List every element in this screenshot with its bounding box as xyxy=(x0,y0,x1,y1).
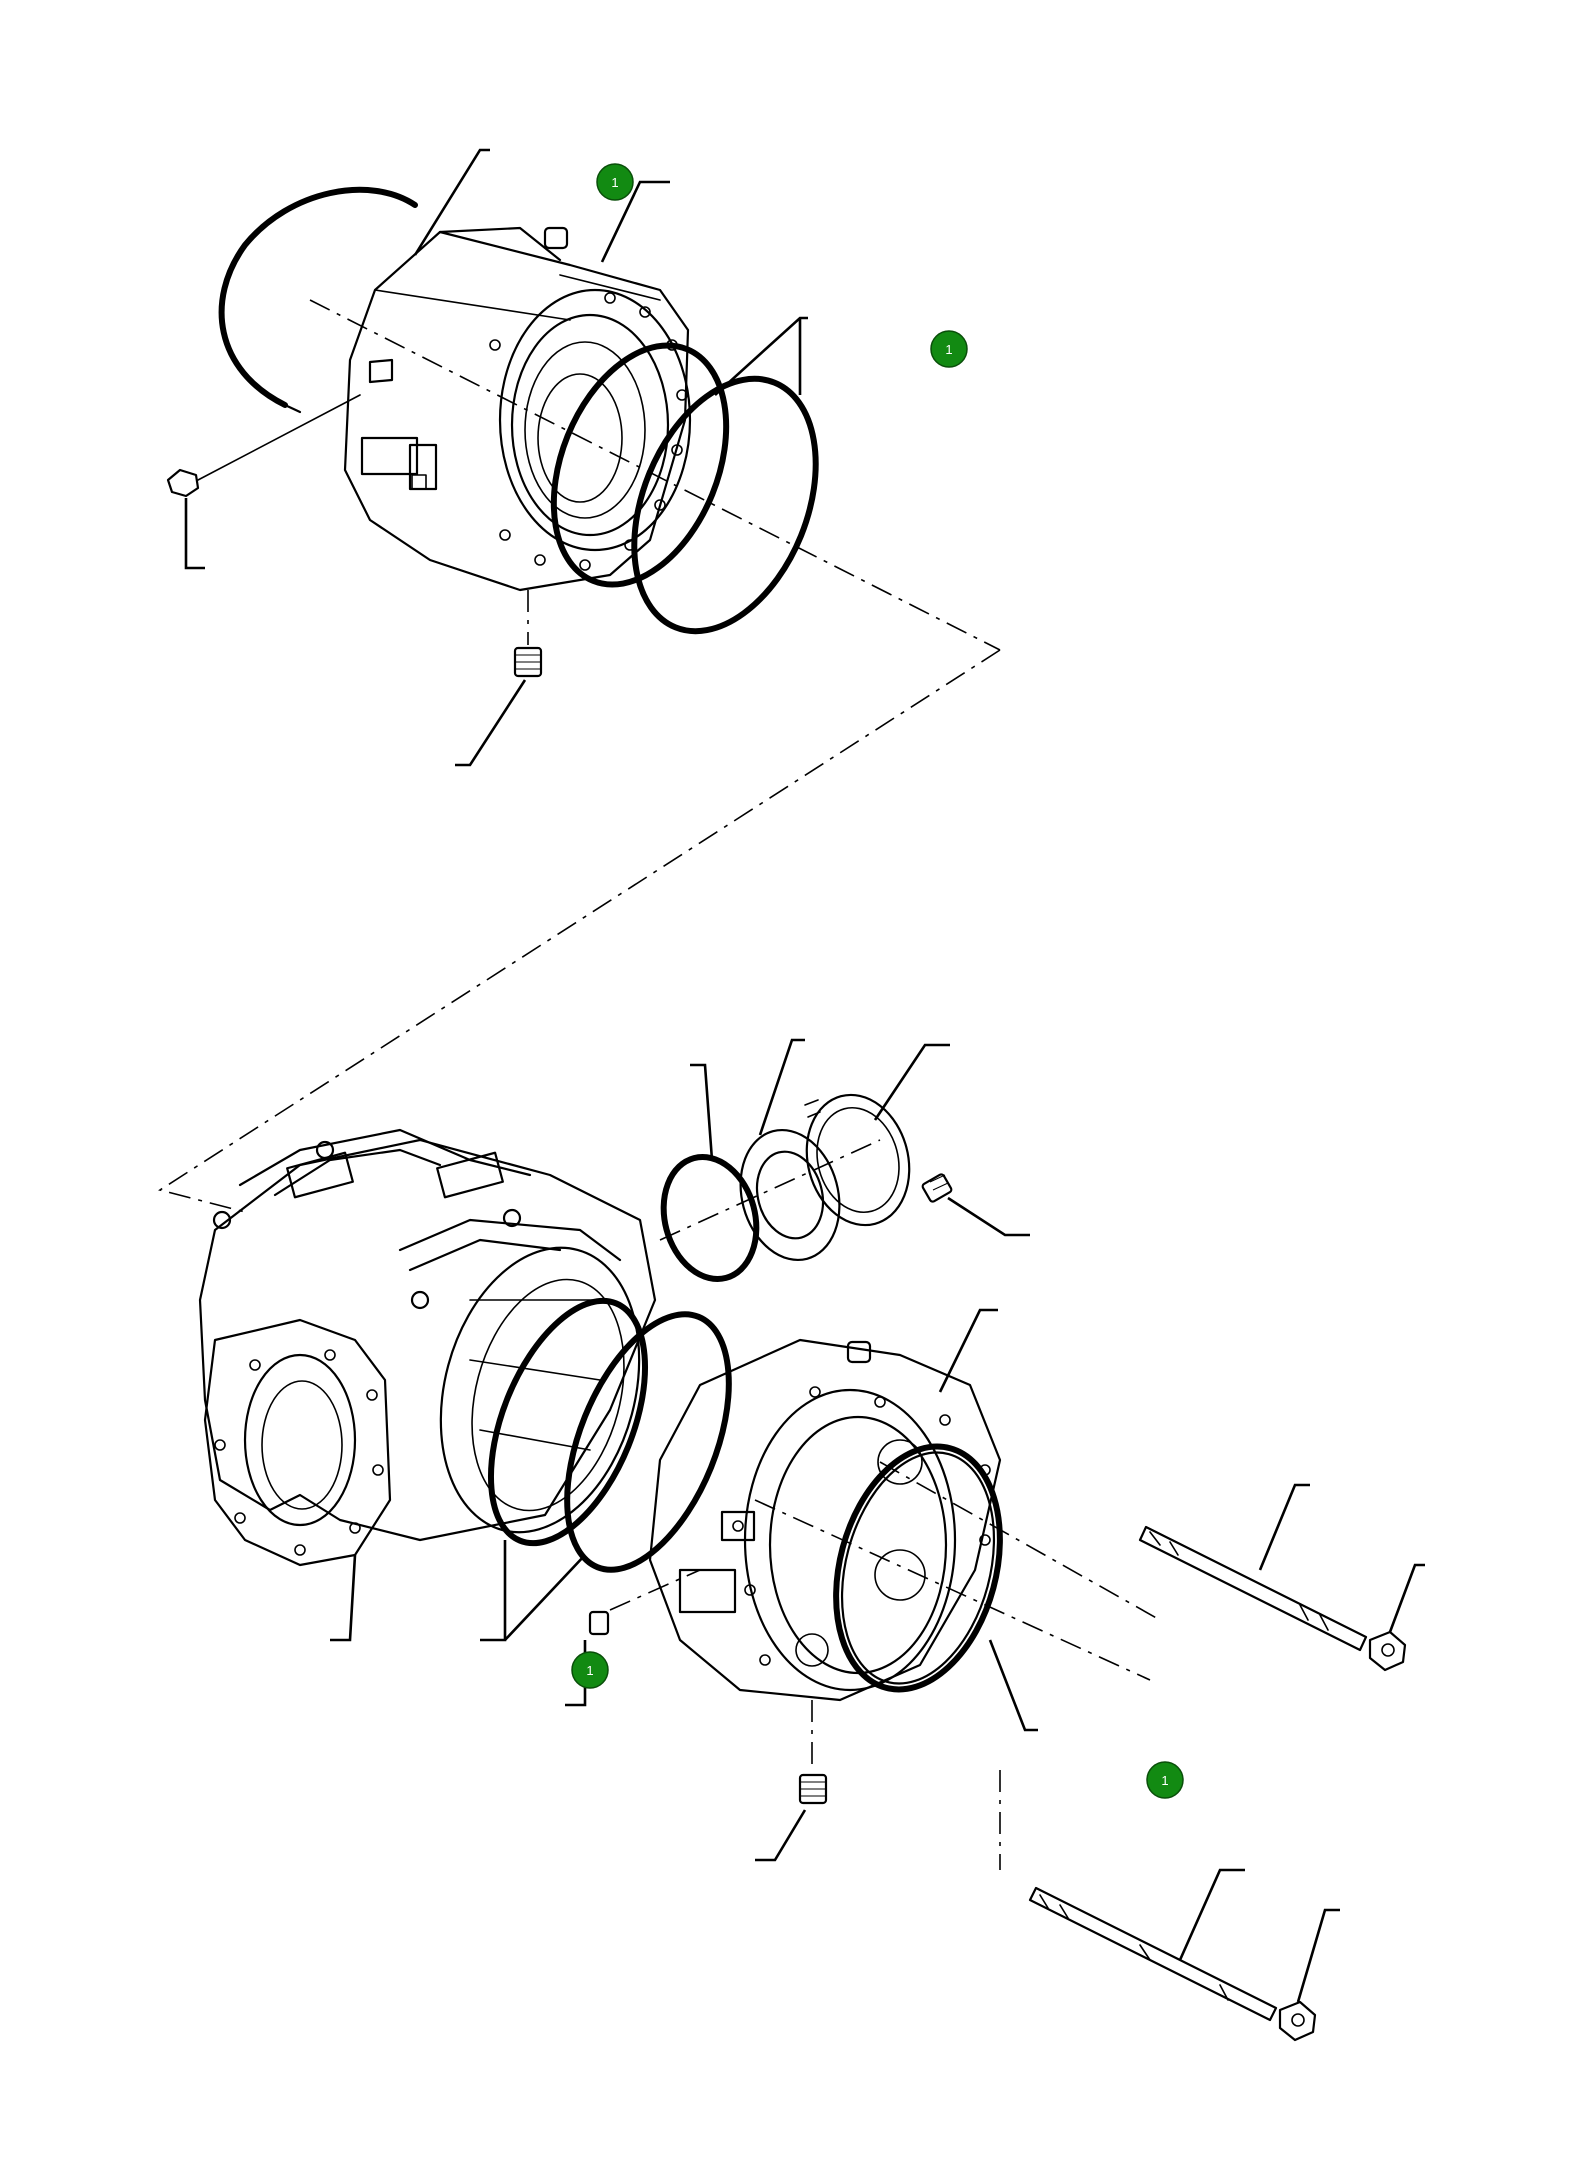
hub-housing xyxy=(648,1338,1161,1702)
axle-housing xyxy=(198,1128,657,1567)
callout-nut-lower xyxy=(1296,1908,1340,2003)
stud-bolt-lower xyxy=(999,1770,1317,2042)
upper-snap-ring xyxy=(218,186,418,414)
lower-assembly xyxy=(198,1038,1425,2042)
badge-4[interactable]: 1 xyxy=(1146,1761,1184,1799)
callout-bottom-plug xyxy=(755,1809,807,1862)
callout-nut-right xyxy=(1388,1563,1425,1633)
upper-small-bolt xyxy=(166,394,361,498)
callout-stud-lower xyxy=(1178,1868,1245,1961)
upper-housing xyxy=(309,226,1001,651)
callout-seal-mid xyxy=(758,1038,805,1136)
hub-side-plug xyxy=(588,1569,701,1636)
callout-hub-ring xyxy=(988,1639,1038,1732)
callout-seal-right xyxy=(873,1043,950,1121)
callout-lower-o-rings xyxy=(480,1540,586,1642)
badge-3[interactable]: 1 xyxy=(571,1651,609,1689)
badge-1[interactable]: 1 xyxy=(596,163,634,201)
svg-text:1: 1 xyxy=(611,175,618,190)
badge-2[interactable]: 1 xyxy=(930,330,968,368)
callout-seal-left xyxy=(690,1063,714,1161)
stud-bolt-right xyxy=(1138,1525,1407,1672)
callout-upper-plug xyxy=(455,679,527,767)
callout-upper-fitting xyxy=(947,1196,1030,1237)
callout-upper-snap-ring xyxy=(413,148,490,256)
hub-bottom-plug xyxy=(798,1700,828,1805)
assembly-link-line xyxy=(158,649,1001,1213)
callout-upper-o-rings xyxy=(714,316,808,396)
callout-upper-housing xyxy=(600,180,670,263)
upper-bottom-plug xyxy=(513,590,543,678)
svg-text:1: 1 xyxy=(945,342,952,357)
svg-text:1: 1 xyxy=(586,1663,593,1678)
svg-text:1: 1 xyxy=(1161,1773,1168,1788)
callout-axle-housing xyxy=(330,1554,357,1642)
upper-o-rings xyxy=(550,342,819,635)
callout-hub-housing xyxy=(938,1308,998,1393)
seal-stack xyxy=(659,1093,911,1283)
callout-upper-bolt xyxy=(184,498,205,570)
lower-fitting-upper xyxy=(921,1173,953,1203)
callout-stud-right xyxy=(1258,1483,1310,1571)
upper-assembly xyxy=(158,148,1001,1213)
lower-o-rings xyxy=(487,1297,732,1573)
